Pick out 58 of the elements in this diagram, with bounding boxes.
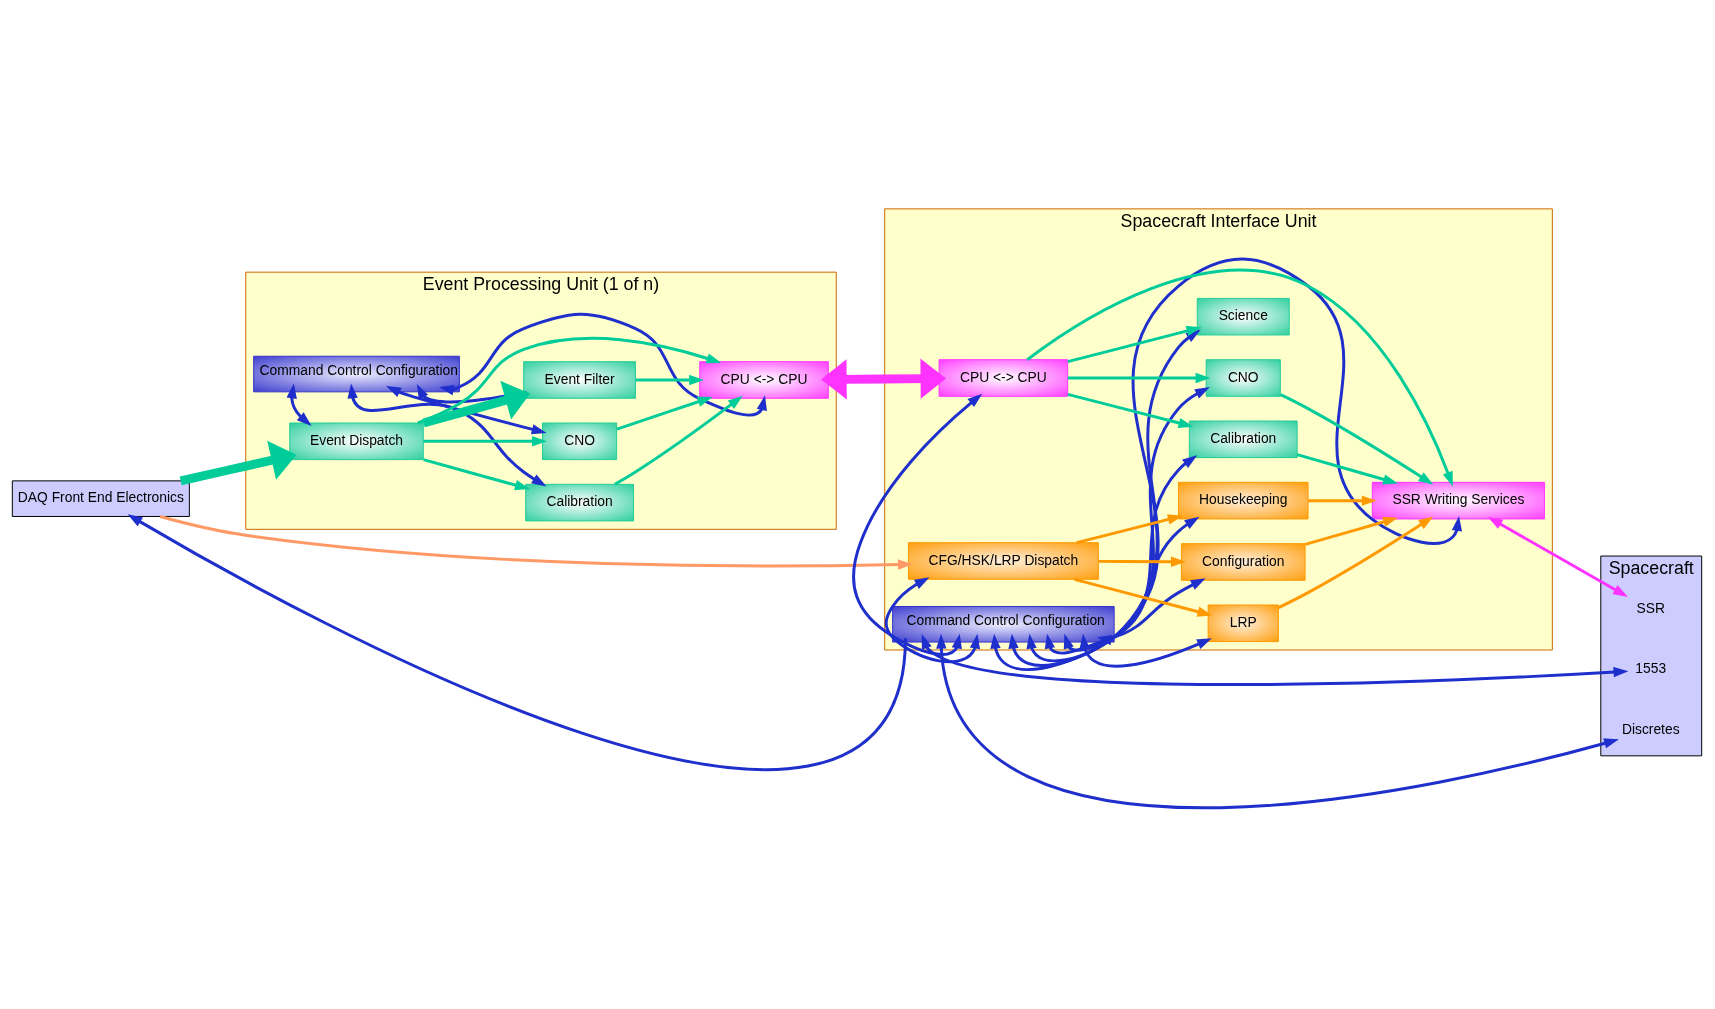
node-box: Command Control Configuration — [253, 355, 460, 393]
node-box: Science — [1196, 297, 1290, 336]
arrow — [921, 633, 1629, 687]
node-box: CPU <-> CPU — [938, 359, 1069, 397]
arrow — [439, 312, 767, 417]
arrow — [1067, 325, 1202, 364]
arrow — [884, 577, 981, 664]
arrow — [616, 396, 713, 431]
node-box: LRP — [1207, 604, 1279, 643]
arrow — [347, 383, 547, 487]
arrow — [1304, 516, 1399, 546]
node-box: Calibration — [1188, 420, 1298, 459]
arrow — [179, 440, 297, 486]
arrow — [1296, 453, 1398, 485]
arrow — [1308, 495, 1377, 506]
arrow — [1026, 269, 1453, 487]
arrow — [1044, 578, 1206, 655]
arrow — [1096, 257, 1463, 646]
node-text: Discretes — [1621, 720, 1680, 737]
arrow — [990, 455, 1198, 671]
arrow — [417, 336, 722, 425]
arrow — [127, 514, 907, 770]
arrow — [635, 374, 704, 386]
arrow — [1280, 393, 1434, 485]
arrow — [821, 358, 947, 400]
arrow — [1026, 329, 1201, 663]
node-box: Event Dispatch — [289, 422, 424, 461]
node-box: Event Filter — [523, 361, 636, 399]
node-box: Command Control Configuration — [892, 606, 1115, 643]
arrow — [286, 383, 312, 426]
arrow — [1278, 516, 1434, 609]
arrow — [423, 436, 547, 447]
node-box: CFG/HSK/LRP Dispatch — [907, 542, 1099, 580]
node-box: SSR Writing Services — [1371, 481, 1545, 520]
node-box: Housekeeping — [1177, 481, 1309, 520]
arrow — [1098, 556, 1186, 567]
arrow — [1079, 633, 1212, 668]
arrow — [1487, 516, 1628, 597]
arrow — [159, 515, 913, 570]
node-box: DAQ Front End Electronics — [11, 480, 190, 517]
arrow — [1008, 387, 1210, 667]
node-box: CNO — [1205, 359, 1281, 397]
arrow — [1063, 516, 1200, 652]
arrow — [1067, 372, 1211, 384]
node-box: Configuration — [1180, 543, 1306, 581]
node-box: CNO — [541, 422, 618, 461]
arrow — [936, 633, 1619, 810]
arrow — [1076, 514, 1183, 545]
node-text: SSR — [1636, 600, 1665, 617]
node-text: 1553 — [1635, 660, 1667, 677]
arrow — [1074, 577, 1213, 617]
node-box: Calibration — [525, 483, 634, 522]
arrow — [1067, 392, 1194, 429]
arrow — [852, 393, 983, 656]
arrow — [386, 385, 547, 435]
arrow — [423, 458, 530, 491]
node-box: CPU <-> CPU — [699, 361, 829, 399]
arrow — [614, 395, 743, 486]
